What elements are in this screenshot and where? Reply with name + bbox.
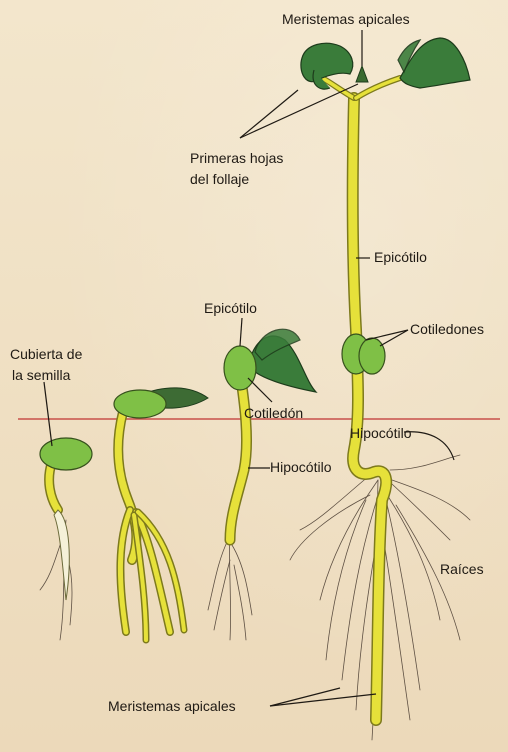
cotyledon-stage-4-right — [359, 338, 385, 374]
label-epicotilo-tall: Epicótilo — [374, 249, 427, 265]
label-epicotilo-mid: Epicótilo — [204, 300, 257, 316]
first-leaf-left — [301, 43, 353, 81]
label-hipocotilo-mid: Hipocótilo — [270, 459, 332, 475]
label-cotiledon: Cotiledón — [244, 405, 303, 421]
label-primeras-hojas: Primeras hojas — [190, 150, 283, 166]
label-raices: Raíces — [440, 561, 484, 577]
label-meristemas-apicales-top: Meristemas apicales — [282, 11, 410, 27]
label-meristemas-apicales-bottom: Meristemas apicales — [108, 698, 236, 714]
label-la-semilla: la semilla — [12, 367, 71, 383]
seedling-stage-1 — [40, 438, 92, 640]
seedling-stage-3 — [208, 329, 316, 640]
label-cubierta-de: Cubierta de — [10, 346, 83, 362]
label-del-follaje: del follaje — [190, 171, 249, 187]
apical-bud — [356, 66, 368, 82]
seedling-stage-2 — [114, 388, 208, 640]
seed-coat-stage-1 — [40, 438, 92, 470]
label-cotiledones: Cotiledones — [410, 321, 484, 337]
cotyledon-stage-3 — [224, 346, 256, 390]
label-hipocotilo-tall: Hipocótilo — [350, 425, 412, 441]
seedling-stage-4 — [290, 38, 470, 740]
cotyledon-stage-2 — [114, 390, 166, 418]
